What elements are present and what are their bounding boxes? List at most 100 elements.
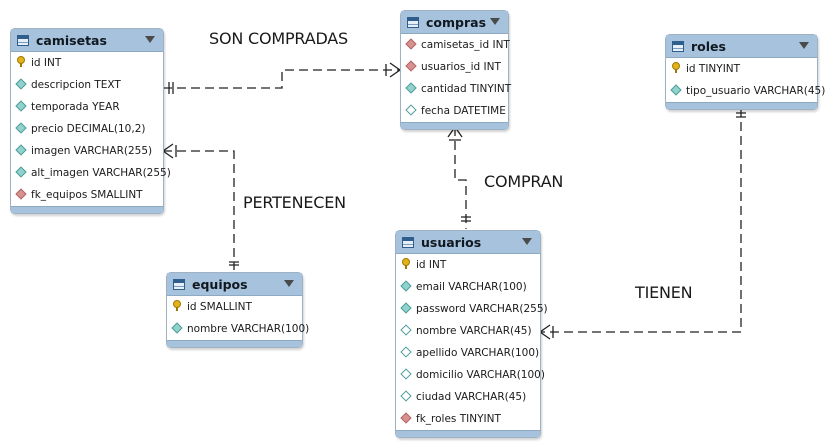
column-row[interactable]: cantidad TINYINT (401, 78, 511, 100)
column-icon-wrap (171, 322, 183, 335)
connector-compras-usuarios (454, 127, 467, 229)
connector-camisetas-compras (163, 69, 400, 89)
column-label: precio DECIMAL(10,2) (31, 123, 146, 135)
label-son-compradas: SON COMPRADAS (209, 29, 348, 48)
collapse-arrow-icon[interactable] (145, 36, 155, 43)
column-row[interactable]: alt_imagen VARCHAR(255) (11, 162, 171, 184)
label-compran: COMPRAN (484, 172, 564, 191)
column-label: password VARCHAR(255) (416, 303, 548, 315)
column-row[interactable]: imagen VARCHAR(255) (11, 140, 163, 162)
column-label: imagen VARCHAR(255) (31, 145, 153, 157)
column-row[interactable]: id INT (11, 52, 163, 74)
column-row[interactable]: email VARCHAR(100) (396, 276, 540, 298)
table-icon (407, 16, 419, 28)
cardinality-one-usuarios (461, 216, 471, 222)
table-icon (672, 40, 684, 52)
column-icon-wrap (405, 82, 417, 95)
nullable-column-icon (400, 390, 412, 402)
table-header[interactable]: compras (401, 11, 508, 34)
collapse-arrow-icon[interactable] (799, 42, 809, 49)
column-row[interactable]: fk_roles TINYINT (396, 408, 540, 430)
nullable-column-icon-wrap (400, 368, 412, 381)
foreign-key-icon (405, 60, 417, 72)
column-icon (15, 166, 27, 178)
nullable-column-icon-wrap (405, 104, 417, 117)
column-label: temporada YEAR (31, 101, 120, 113)
connector-roles-usuarios (540, 108, 742, 333)
foreign-key-icon-wrap (400, 412, 412, 425)
column-row[interactable]: fk_equipos SMALLINT (11, 184, 163, 206)
column-icon (15, 144, 27, 156)
column-label: email VARCHAR(100) (416, 281, 527, 293)
column-label: fk_roles TINYINT (416, 413, 501, 425)
column-icon (405, 82, 417, 94)
column-icon-wrap (15, 78, 27, 91)
foreign-key-icon-wrap (15, 188, 27, 201)
foreign-key-icon (15, 188, 27, 200)
table-header[interactable]: roles (666, 35, 817, 58)
column-label: descripcion TEXT (31, 79, 121, 91)
column-icon (400, 302, 412, 314)
column-label: fk_equipos SMALLINT (31, 189, 143, 201)
column-icon (15, 78, 27, 90)
column-row[interactable]: tipo_usuario VARCHAR(45) (666, 80, 825, 102)
column-row[interactable]: temporada YEAR (11, 96, 163, 118)
collapse-arrow-icon[interactable] (522, 238, 532, 245)
table-header[interactable]: camisetas (11, 29, 163, 52)
table-footer (401, 122, 508, 129)
primary-key-icon (17, 56, 25, 67)
label-tienen: TIENEN (635, 283, 693, 302)
primary-key-icon (173, 300, 181, 311)
column-label: nombre VARCHAR(100) (187, 323, 310, 335)
column-icon-wrap (400, 302, 412, 315)
column-row[interactable]: domicilio VARCHAR(100) (396, 364, 545, 386)
primary-key-icon-wrap (402, 258, 410, 271)
column-row[interactable]: camisetas_id INT (401, 34, 510, 56)
table-footer (167, 340, 302, 347)
column-icon (400, 280, 412, 292)
column-icon (15, 100, 27, 112)
table-camisetas[interactable]: camisetas id INT descripcion TEXT temporada… (10, 28, 171, 214)
table-header[interactable]: usuarios (396, 231, 540, 254)
collapse-arrow-icon[interactable] (284, 280, 294, 287)
table-title: camisetas (36, 32, 107, 48)
connector-camisetas-equipos (163, 150, 235, 270)
primary-key-icon (402, 258, 410, 269)
column-row[interactable]: precio DECIMAL(10,2) (11, 118, 163, 140)
column-row[interactable]: id SMALLINT (167, 296, 302, 318)
table-title: compras (426, 14, 487, 30)
column-row[interactable]: ciudad VARCHAR(45) (396, 386, 540, 408)
table-header[interactable]: equipos (167, 273, 302, 296)
nullable-column-icon (405, 104, 417, 116)
column-row[interactable]: apellido VARCHAR(100) (396, 342, 540, 364)
column-label: usuarios_id INT (421, 61, 501, 73)
column-row[interactable]: nombre VARCHAR(100) (167, 318, 309, 340)
column-row[interactable]: password VARCHAR(255) (396, 298, 548, 320)
column-row[interactable]: id TINYINT (666, 58, 817, 80)
primary-key-icon-wrap (173, 300, 181, 313)
table-footer (11, 206, 163, 213)
table-usuarios[interactable]: usuarios id INT email VARCHAR(100) password… (395, 230, 548, 438)
column-label: camisetas_id INT (421, 39, 510, 51)
column-row[interactable]: usuarios_id INT (401, 56, 508, 78)
collapse-arrow-icon[interactable] (490, 18, 500, 25)
column-icon-wrap (15, 144, 27, 157)
column-label: fecha DATETIME (421, 105, 506, 117)
column-label: id INT (31, 57, 62, 69)
column-row[interactable]: descripcion TEXT (11, 74, 163, 96)
cardinality-one-roles (736, 112, 746, 118)
column-row[interactable]: fecha DATETIME (401, 100, 508, 122)
table-compras[interactable]: compras camisetas_id INT usuarios_id INT ca… (400, 10, 511, 130)
nullable-column-icon (400, 324, 412, 336)
nullable-column-icon-wrap (400, 324, 412, 337)
column-row[interactable]: id INT (396, 254, 540, 276)
nullable-column-icon (400, 368, 412, 380)
primary-key-icon-wrap (672, 62, 680, 75)
column-icon-wrap (15, 166, 27, 179)
column-label: id INT (416, 259, 447, 271)
table-icon (402, 236, 414, 248)
foreign-key-icon-wrap (405, 60, 417, 73)
column-row[interactable]: nombre VARCHAR(45) (396, 320, 540, 342)
